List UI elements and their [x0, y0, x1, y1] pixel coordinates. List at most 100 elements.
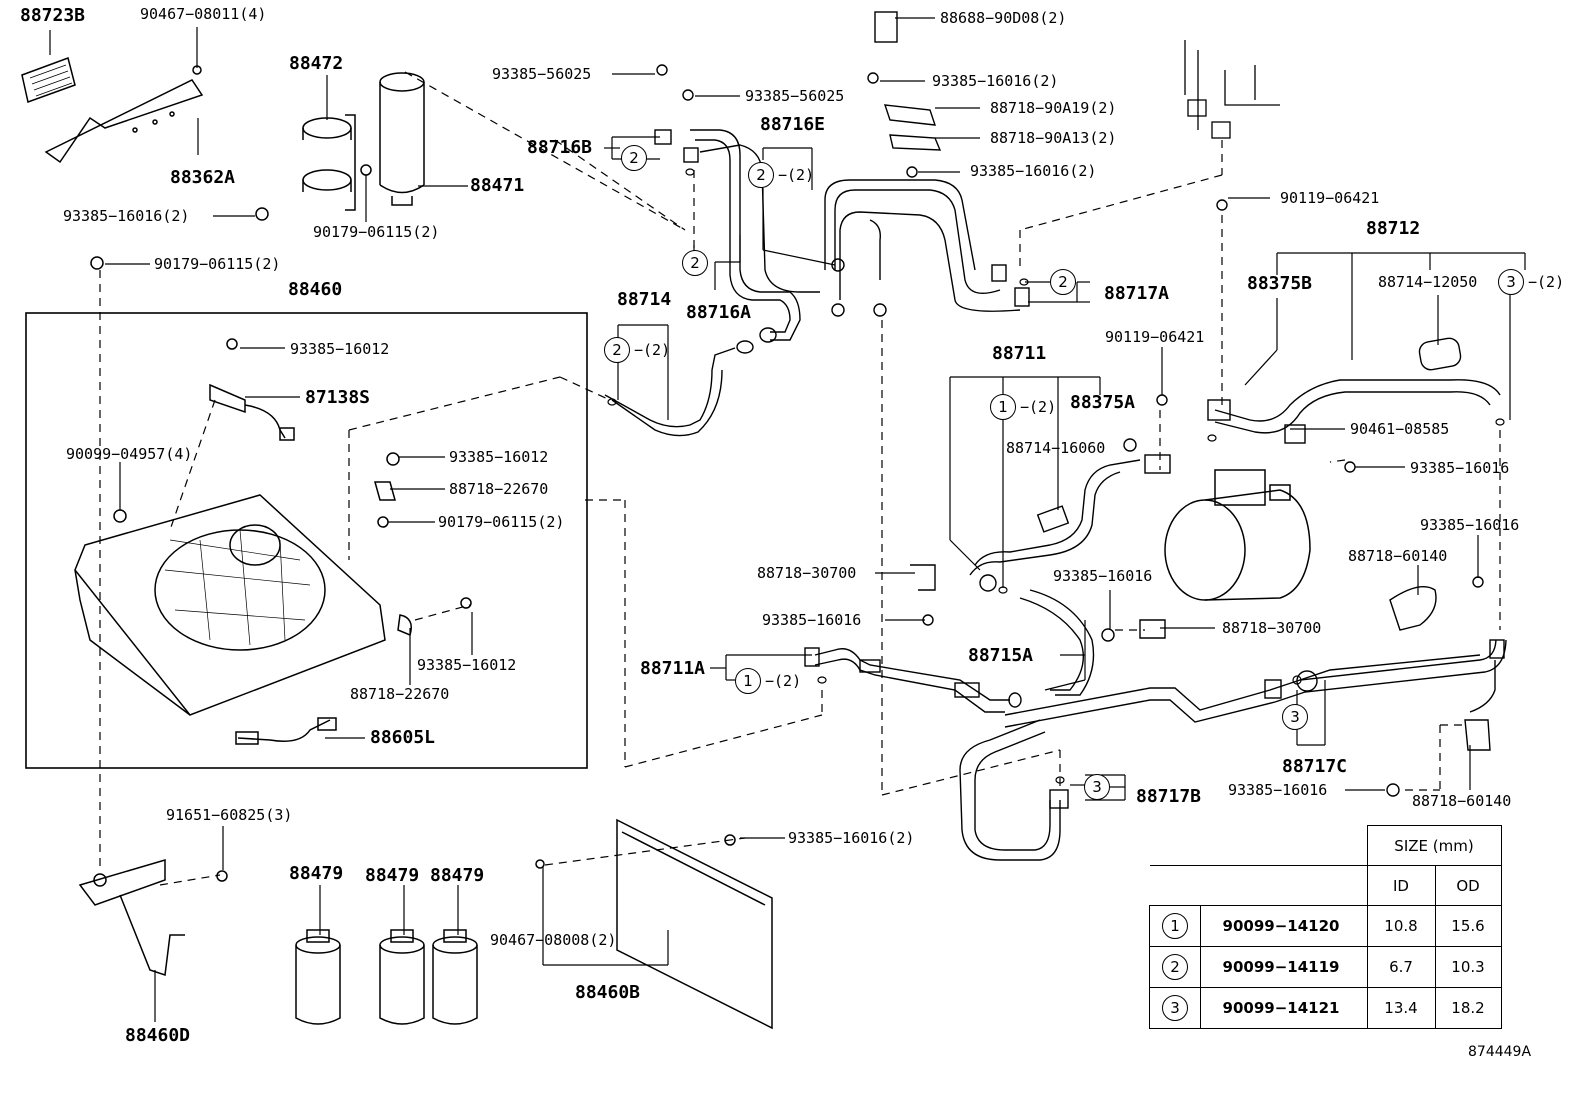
label-88718-22670b: 88718−22670 — [350, 685, 450, 703]
label-90467-08008: 90467−08008(2) — [490, 931, 617, 949]
label-90119-06421b: 90119−06421 — [1105, 328, 1205, 346]
label-88716A: 88716A — [686, 302, 752, 323]
label-93385-16016-2a: 93385−16016(2) — [63, 207, 190, 225]
size-table-row: 3 90099−14121 13.4 18.2 — [1149, 987, 1502, 1029]
circle-ref-1: 1 — [735, 668, 761, 694]
label-87138S: 87138S — [305, 387, 371, 408]
label-88688-90D08: 88688−90D08(2) — [940, 9, 1067, 27]
compressor — [1164, 469, 1311, 601]
label-88375A: 88375A — [1070, 392, 1136, 413]
label-93385-16016-2b: 93385−16016(2) — [932, 72, 1059, 90]
qty-2: −(2) — [778, 166, 815, 184]
label-88717C: 88717C — [1282, 756, 1348, 777]
label-88718-60140a: 88718−60140 — [1348, 547, 1448, 565]
label-88472: 88472 — [289, 53, 344, 74]
qty-2: −(2) — [1528, 273, 1565, 291]
size-table-od: 10.3 — [1434, 946, 1502, 988]
label-93385-16012a: 93385−16012 — [290, 340, 390, 358]
label-88716B: 88716B — [527, 137, 593, 158]
bolt-93385-16016-a — [255, 207, 269, 221]
size-table-part: 90099−14119 — [1222, 958, 1340, 976]
circle-ref-2: 2 — [604, 337, 630, 363]
circle-ref-2: 2 — [1050, 269, 1076, 295]
cylinder-88479-c — [432, 929, 478, 1025]
size-table-blank — [1149, 825, 1368, 866]
label-88460D: 88460D — [125, 1025, 191, 1046]
nut-90179-06115-b — [90, 256, 104, 270]
dashed-assembly-lines — [99, 71, 1501, 886]
circle-ref-3: 3 — [1498, 269, 1524, 295]
size-table-row: 2 90099−14119 6.7 10.3 — [1149, 946, 1502, 988]
label-93385-16016-2d: 93385−16016(2) — [788, 829, 915, 847]
diagram-code: 874449A — [1468, 1044, 1532, 1060]
label-90467-08011: 90467−08011(4) — [140, 5, 267, 23]
label-88714-16060: 88714−16060 — [1006, 439, 1106, 457]
receiver-88471 — [379, 72, 425, 206]
label-93385-16016b: 93385−16016 — [1420, 516, 1520, 534]
label-93385-56025b: 93385−56025 — [745, 87, 845, 105]
plate-88460B — [535, 818, 773, 1030]
size-table-id: 6.7 — [1366, 946, 1436, 988]
size-table-col-id: ID — [1366, 865, 1436, 906]
size-table-blank — [1149, 865, 1368, 906]
pad-88723B — [21, 57, 76, 103]
label-93385-16016a: 93385−16016 — [1410, 459, 1510, 477]
label-88716E: 88716E — [760, 114, 826, 135]
label-88479c: 88479 — [430, 865, 485, 886]
label-88718-90A19: 88718−90A19(2) — [990, 99, 1117, 117]
qty-2: −(2) — [765, 672, 802, 690]
circle-ref-2: 2 — [748, 162, 774, 188]
label-88460: 88460 — [288, 279, 343, 300]
label-88718-30700a: 88718−30700 — [757, 564, 857, 582]
size-table-od: 15.6 — [1434, 905, 1502, 947]
label-90179-06115-2a: 90179−06115(2) — [313, 223, 440, 241]
label-88711A: 88711A — [640, 658, 706, 679]
label-90179-06115-2b: 90179−06115(2) — [154, 255, 281, 273]
insulator-88362A — [44, 79, 204, 164]
label-88605L: 88605L — [370, 727, 436, 748]
size-table-id: 13.4 — [1366, 987, 1436, 1029]
nut-90179-06115-a — [360, 164, 372, 176]
label-88714-12050: 88714−12050 — [1378, 273, 1478, 291]
label-88460B: 88460B — [575, 982, 641, 1003]
label-90099-04957: 90099−04957(4) — [66, 445, 193, 463]
pipes-88716E — [824, 11, 1030, 317]
circle-ref-1: 1 — [990, 394, 1016, 420]
label-93385-16012b: 93385−16012 — [449, 448, 549, 466]
cylinder-88479-a — [295, 929, 341, 1025]
label-88717B: 88717B — [1136, 786, 1202, 807]
label-91651-60825: 91651−60825(3) — [166, 806, 293, 824]
pipes-88711A-88715A — [804, 647, 1022, 713]
label-93385-16016d: 93385−16016 — [762, 611, 862, 629]
label-88718-22670a: 88718−22670 — [449, 480, 549, 498]
label-88718-30700b: 88718−30700 — [1222, 619, 1322, 637]
label-88723B: 88723B — [20, 5, 86, 26]
cooling-unit-88460 — [74, 338, 472, 745]
size-table-part: 90099−14121 — [1222, 999, 1340, 1017]
label-88717A: 88717A — [1104, 283, 1170, 304]
label-93385-16016e: 93385−16016 — [1228, 781, 1328, 799]
qty-2: −(2) — [1020, 398, 1057, 416]
label-88718-60140b: 88718−60140 — [1412, 792, 1512, 810]
label-93385-16016-2c: 93385−16016(2) — [970, 162, 1097, 180]
leader-lines — [49, 17, 1526, 1022]
label-88471: 88471 — [470, 175, 525, 196]
screw-90467-08011 — [192, 65, 202, 75]
pipes-88716 — [604, 64, 820, 437]
circle-ref-3: 3 — [1162, 995, 1188, 1021]
size-table-od: 18.2 — [1434, 987, 1502, 1029]
size-table-col-od: OD — [1434, 865, 1502, 906]
size-table-part: 90099−14120 — [1222, 917, 1340, 935]
label-90179-06115-2c: 90179−06115(2) — [438, 513, 565, 531]
label-88375B: 88375B — [1247, 273, 1313, 294]
label-88362A: 88362A — [170, 167, 236, 188]
circle-ref-1: 1 — [1162, 913, 1188, 939]
circle-ref-2: 2 — [1162, 954, 1188, 980]
unit-88460-frame — [25, 312, 588, 769]
qty-2: −(2) — [634, 341, 671, 359]
pipes-88712 — [1207, 199, 1505, 797]
circle-ref-2: 2 — [621, 145, 647, 171]
